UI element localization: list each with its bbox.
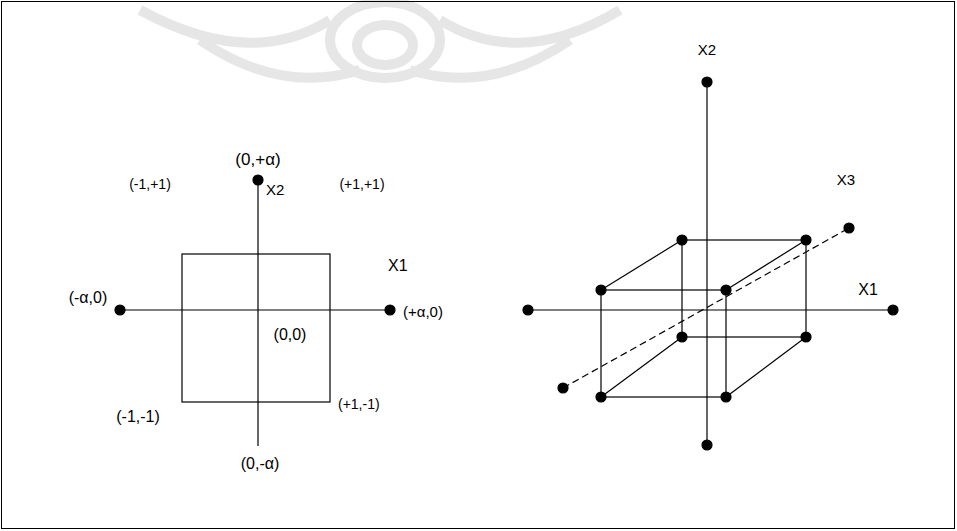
watermark-ornament <box>140 2 620 78</box>
axial-point-label: (0,+α) <box>235 151 280 170</box>
cube-front-face <box>601 290 726 397</box>
three-factor-design <box>523 77 898 450</box>
factorial-square <box>182 254 330 402</box>
axial-point-label: (+α,0) <box>403 304 443 321</box>
axial-point <box>253 175 263 185</box>
x1-axis <box>120 309 390 310</box>
axis-label: X1 <box>858 281 878 299</box>
axis-label: X1 <box>388 257 408 275</box>
cube-back-face <box>682 240 806 337</box>
corner-point-label: (-1,+1) <box>129 177 171 192</box>
axial-point <box>115 305 125 315</box>
x2-axis <box>706 82 707 445</box>
x3-axis <box>563 228 849 388</box>
x1-axis <box>528 309 893 310</box>
corner-point-label: (-1,-1) <box>116 408 160 426</box>
corner-point-label: (+1,-1) <box>338 397 380 412</box>
center-point-label: (0,0) <box>274 326 307 344</box>
x2-axis <box>257 180 258 446</box>
factorial-cube <box>601 240 806 397</box>
design-points <box>523 77 898 450</box>
axial-point-label: (0,-α) <box>241 455 280 473</box>
axis-label: X2 <box>266 182 284 199</box>
two-factor-design <box>115 175 395 446</box>
axis-label: X2 <box>698 42 716 59</box>
axial-point-label: (-α,0) <box>69 289 108 307</box>
axis-label: X3 <box>837 172 855 189</box>
corner-point-label: (+1,+1) <box>339 177 384 192</box>
axial-point <box>385 305 395 315</box>
